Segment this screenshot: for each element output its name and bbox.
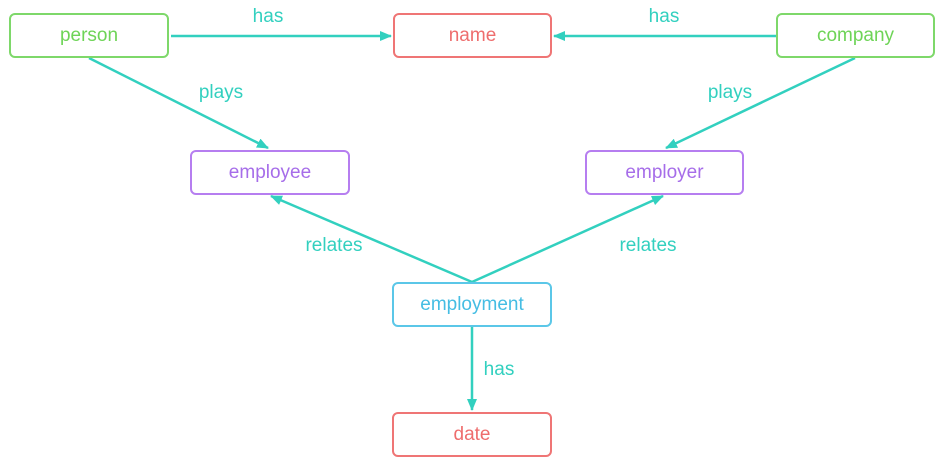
node-employee: employee [190, 150, 350, 195]
edge-label-company-has-name: has [648, 6, 680, 27]
edge-employment-employer [471, 194, 664, 284]
edge-label-employment-has-date: has [483, 359, 515, 380]
edge-company-employer [665, 56, 856, 150]
node-date: date [392, 412, 552, 457]
node-employer: employer [585, 150, 744, 195]
edge-label-employment-relates-employer: relates [619, 235, 677, 256]
node-name: name [393, 13, 552, 58]
edge-person-employee [88, 56, 269, 150]
edge-label-person-has-name: has [252, 6, 284, 27]
edge-label-employment-relates-employee: relates [305, 235, 363, 256]
edge-label-company-plays-employer: plays [707, 82, 753, 103]
node-person: person [9, 13, 169, 58]
edge-employment-employee [270, 194, 473, 284]
edge-label-person-plays-employee: plays [198, 82, 244, 103]
node-company: company [776, 13, 935, 58]
node-employment: employment [392, 282, 552, 327]
